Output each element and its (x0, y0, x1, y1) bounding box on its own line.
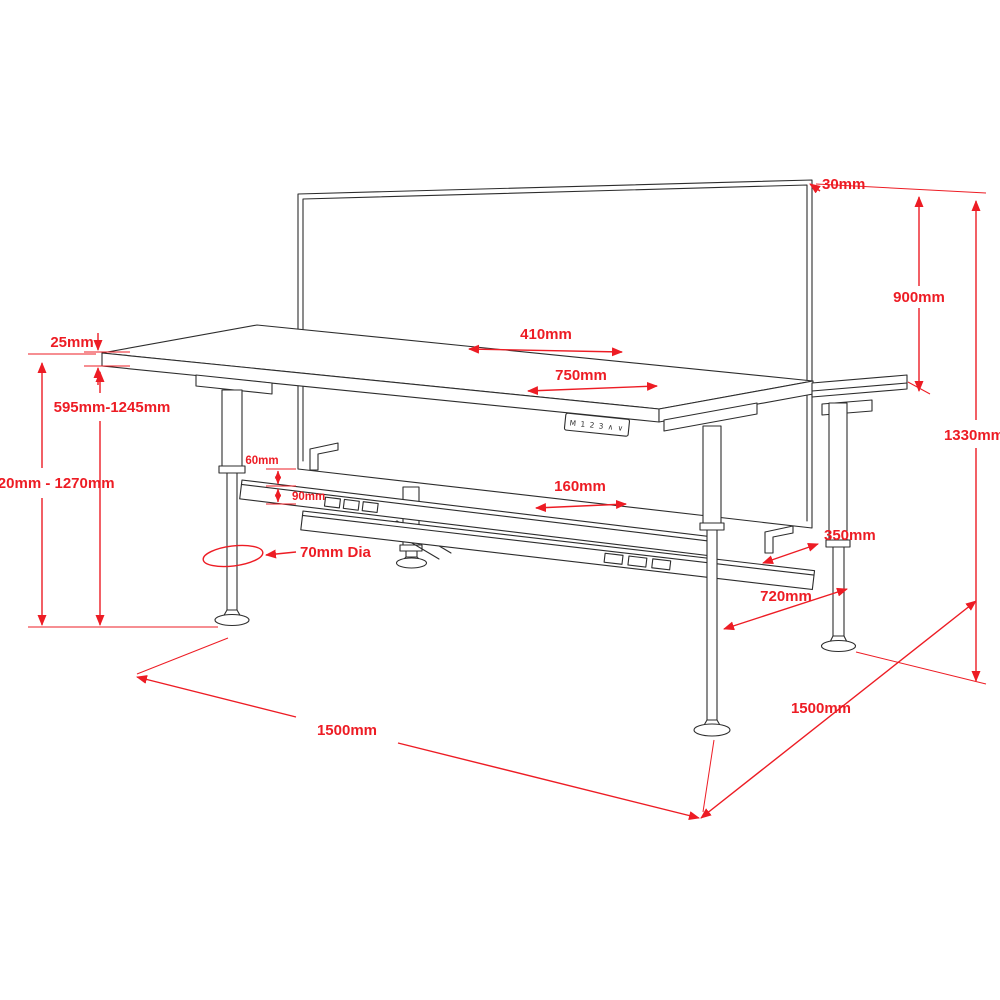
dim-screen-thickness-label: 30mm (822, 176, 865, 193)
ext-foot-front (702, 739, 715, 813)
dim-rail-height-label: 90mm (292, 491, 325, 503)
beam-edge-line (301, 514, 815, 576)
dim-foot-length-label: 720mm (760, 588, 812, 605)
leg-lower-column (226, 472, 238, 611)
dim-rail-depth-arrow (535, 499, 627, 513)
dim-overall-height-range-label: 620mm - 1270mm (0, 475, 115, 492)
cable-slot (651, 558, 672, 571)
foot-disc (693, 723, 731, 737)
dim-leg-diameter-label: 70mm Dia (300, 544, 372, 561)
rear-desktop-strip (811, 374, 908, 398)
foot-disc (214, 613, 250, 627)
leg-lower-column (405, 550, 418, 558)
desktop-support-arms (195, 374, 758, 432)
dim-overall-height-label: 1330mm (944, 427, 1000, 444)
handset-body (563, 412, 631, 437)
dim-foot-offset-label: 350mm (824, 527, 876, 544)
foot-disc (820, 639, 857, 653)
front-left-leg (214, 389, 250, 627)
rear-desktop-edge-line (811, 382, 908, 392)
dim-clearance-label: 410mm (520, 326, 572, 343)
leg-lower-column (706, 529, 718, 721)
dim-screen-height-label: 900mm (893, 289, 945, 306)
dim-depth-label: 1500mm (791, 700, 851, 717)
dim-leg-diameter-leader (265, 549, 297, 559)
dim-leg-diameter-ellipse (202, 544, 264, 568)
dim-width-arrow-left (136, 675, 297, 718)
dim-worktop-depth-label: 750mm (555, 367, 607, 384)
dim-worktop-thickness-label: 25mm (50, 334, 93, 351)
dim-width-label: 1500mm (317, 722, 377, 739)
leg-collar (218, 465, 246, 474)
leg-upper-column (221, 389, 243, 467)
dim-width-arrow-right (397, 742, 700, 820)
ext-floor-right (855, 651, 987, 685)
leg-upper-column (828, 402, 848, 541)
dim-foot-offset-arrow (762, 543, 819, 564)
control-handset: M 1 2 3 ∧ ∨ (563, 412, 631, 437)
dimension-annotations: 30mm 900mm 1330mm 25mm 595mm-1245mm 620m… (0, 176, 1000, 820)
ext-screen-top (815, 183, 987, 194)
rear-desktop (811, 374, 908, 416)
rear-beam (300, 510, 816, 591)
foot-disc (395, 557, 428, 569)
cable-slot (627, 555, 648, 568)
dim-bracket-height-label: 60mm (245, 455, 278, 467)
ext-foot-left (136, 637, 229, 675)
right-support-arm (663, 402, 758, 432)
leg-collar (825, 539, 851, 548)
screen-bracket-left (309, 442, 339, 471)
dim-worktop-depth-arrow (527, 381, 658, 396)
cable-slot (323, 496, 341, 509)
leg-collar (399, 544, 423, 552)
dim-depth-arrow (700, 600, 977, 819)
cable-slot (342, 498, 360, 511)
left-support-arm (195, 374, 273, 395)
beam-edge-line (240, 483, 711, 542)
cable-slot (361, 501, 379, 514)
cable-slot (603, 552, 624, 565)
desk-drawing: M 1 2 3 ∧ ∨ (101, 179, 908, 737)
dim-screen-thickness-arrow (809, 183, 821, 194)
dim-desk-height-range-label: 595mm-1245mm (54, 399, 171, 416)
dim-rail-depth-label: 160mm (554, 478, 606, 495)
leg-upper-column (702, 425, 722, 524)
dim-clearance-arrow (468, 344, 623, 357)
leg-collar (699, 522, 725, 531)
screen-bracket-right (764, 525, 794, 554)
